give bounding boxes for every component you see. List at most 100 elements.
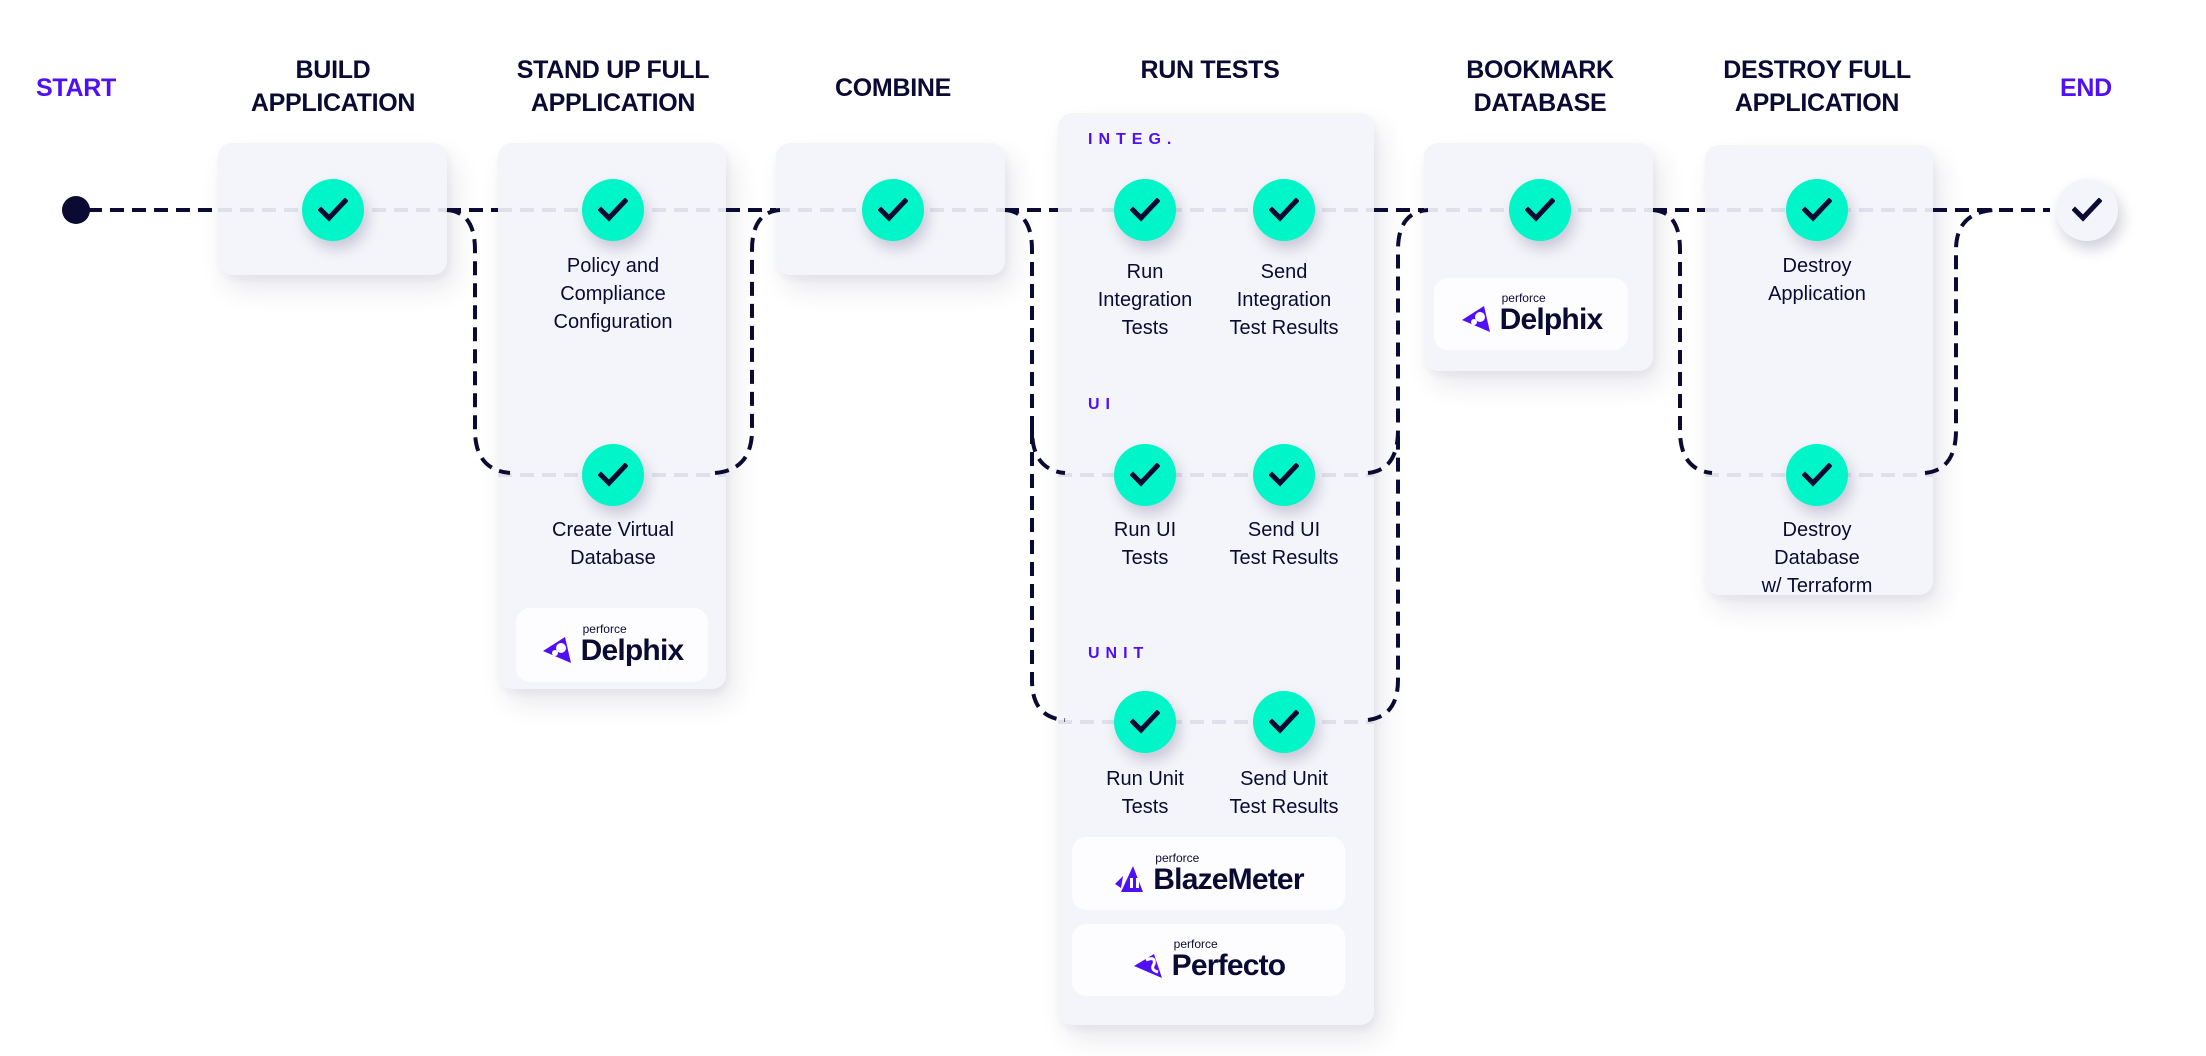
start-label: START xyxy=(36,74,116,102)
stage-title-line: STAND UP FULL xyxy=(516,56,710,84)
step-node-combine[interactable] xyxy=(862,179,924,241)
checkmark-icon xyxy=(2072,198,2102,222)
label-line: Policy and xyxy=(566,255,660,277)
label-line: Test Results xyxy=(1229,317,1339,339)
label-line: Compliance xyxy=(560,283,666,305)
checkmark-icon xyxy=(1802,198,1832,222)
step-label-destroy-db: Destroy Database w/ Terraform xyxy=(1762,516,1873,600)
branch-combine-to-ui xyxy=(1004,208,1066,475)
step-label-run-ui: Run UI Tests xyxy=(1114,516,1176,572)
group-label-ui: UI xyxy=(1088,396,1116,413)
checkmark-icon xyxy=(878,198,908,222)
logo-product: Delphix xyxy=(1499,303,1604,336)
stage-title-bookmark: BOOKMARK DATABASE xyxy=(1466,54,1614,120)
checkmark-icon xyxy=(1130,198,1160,222)
branch-build-to-vdb xyxy=(446,208,511,475)
logo-delphix-standup: perforce Delphix xyxy=(516,608,708,682)
checkmark-icon xyxy=(1130,463,1160,487)
label-line: Test Results xyxy=(1229,547,1339,569)
step-node-send-unit[interactable] xyxy=(1253,691,1315,753)
label-line: Tests xyxy=(1121,317,1169,339)
step-label-send-integ: Send Integration Test Results xyxy=(1230,258,1339,342)
label-line: Destroy xyxy=(1782,255,1852,277)
checkmark-icon xyxy=(318,198,348,222)
merge-destroydb-to-end xyxy=(1924,208,1996,475)
step-label-send-unit: Send Unit Test Results xyxy=(1230,765,1339,821)
stage-title-destroy: DESTROY FULL APPLICATION xyxy=(1723,54,1911,120)
step-node-run-ui[interactable] xyxy=(1114,444,1176,506)
stage-title-combine: COMBINE xyxy=(835,72,951,105)
start-dot xyxy=(62,196,90,224)
label-line: Run UI xyxy=(1113,519,1177,541)
delphix-logo-icon xyxy=(1461,306,1490,332)
step-node-send-integ[interactable] xyxy=(1253,179,1315,241)
checkmark-icon xyxy=(1269,198,1299,222)
checkmark-icon xyxy=(598,463,628,487)
step-node-create-vdb[interactable] xyxy=(582,444,644,506)
group-label-unit: UNIT xyxy=(1088,645,1150,662)
checkmark-icon xyxy=(1802,463,1832,487)
label-line: Integration xyxy=(1097,289,1193,311)
step-node-end[interactable] xyxy=(2056,179,2118,241)
merge-ui-to-bookmark xyxy=(1367,208,1429,475)
checkmark-icon xyxy=(598,198,628,222)
checkmark-icon xyxy=(1269,710,1299,734)
step-label-destroy-app: Destroy Application xyxy=(1768,252,1866,308)
label-line: Create Virtual xyxy=(552,519,674,541)
logo-brand: perforce xyxy=(1155,850,1200,865)
stage-title-standup: STAND UP FULL APPLICATION xyxy=(516,54,710,120)
label-line: Application xyxy=(1768,283,1866,305)
step-label-create-vdb: Create Virtual Database xyxy=(552,516,674,572)
merge-unit-to-bookmark xyxy=(1367,430,1400,722)
step-node-run-integ[interactable] xyxy=(1114,179,1176,241)
stage-title-line: APPLICATION xyxy=(530,89,696,117)
logo-brand: perforce xyxy=(1173,937,1218,951)
step-label-send-ui: Send UI Test Results xyxy=(1230,516,1339,572)
branch-combine-to-unit xyxy=(1030,430,1066,722)
stage-title-line: RUN TESTS xyxy=(1140,56,1280,84)
perfecto-logo-icon xyxy=(1133,954,1162,978)
label-line: Tests xyxy=(1121,796,1169,818)
label-line: Destroy xyxy=(1782,519,1852,541)
stage-title-line: COMBINE xyxy=(835,74,951,102)
stage-title-line: APPLICATION xyxy=(250,89,416,117)
checkmark-icon xyxy=(1269,463,1299,487)
step-node-build[interactable] xyxy=(302,179,364,241)
logo-blazemeter: perforce BlazeMeter xyxy=(1072,837,1345,910)
stage-title-line: APPLICATION xyxy=(1734,89,1900,117)
stage-title-line: DESTROY FULL xyxy=(1723,56,1911,84)
label-line: Send xyxy=(1260,261,1308,283)
logo-product: Perfecto xyxy=(1171,949,1286,982)
label-line: Test Results xyxy=(1229,796,1339,818)
step-label-policy: Policy and Compliance Configuration xyxy=(554,252,673,336)
label-line: w/ Terraform xyxy=(1761,575,1873,597)
step-node-policy[interactable] xyxy=(582,179,644,241)
stage-title-line: BUILD xyxy=(295,56,371,84)
branch-bookmark-to-destroydb xyxy=(1652,208,1713,475)
checkmark-icon xyxy=(1130,710,1160,734)
end-label: END xyxy=(2060,74,2112,102)
logo-product: BlazeMeter xyxy=(1153,862,1304,896)
logo-delphix-bookmark: perforce Delphix xyxy=(1434,278,1628,350)
label-line: Configuration xyxy=(553,311,673,333)
delphix-logo-icon xyxy=(542,637,571,663)
step-node-send-ui[interactable] xyxy=(1253,444,1315,506)
logo-brand: perforce xyxy=(1501,291,1546,305)
stage-title-build: BUILD APPLICATION xyxy=(250,54,416,120)
step-label-run-integ: Run Integration Tests xyxy=(1098,258,1193,342)
checkmark-icon xyxy=(1525,198,1555,222)
stage-title-runtests: RUN TESTS xyxy=(1141,54,1280,87)
label-line: Database xyxy=(570,547,656,569)
step-node-run-unit[interactable] xyxy=(1114,691,1176,753)
logo-brand: perforce xyxy=(582,622,627,636)
logo-product: Delphix xyxy=(580,634,685,667)
stage-title-line: DATABASE xyxy=(1473,89,1607,117)
step-node-bookmark[interactable] xyxy=(1509,179,1571,241)
stage-title-line: BOOKMARK xyxy=(1466,56,1614,84)
merge-vdb-to-combine xyxy=(714,208,781,475)
label-line: Database xyxy=(1774,547,1860,569)
step-node-destroy-app[interactable] xyxy=(1786,179,1848,241)
step-label-run-unit: Run Unit Tests xyxy=(1106,765,1184,821)
label-line: Integration xyxy=(1236,289,1332,311)
step-node-destroy-db[interactable] xyxy=(1786,444,1848,506)
